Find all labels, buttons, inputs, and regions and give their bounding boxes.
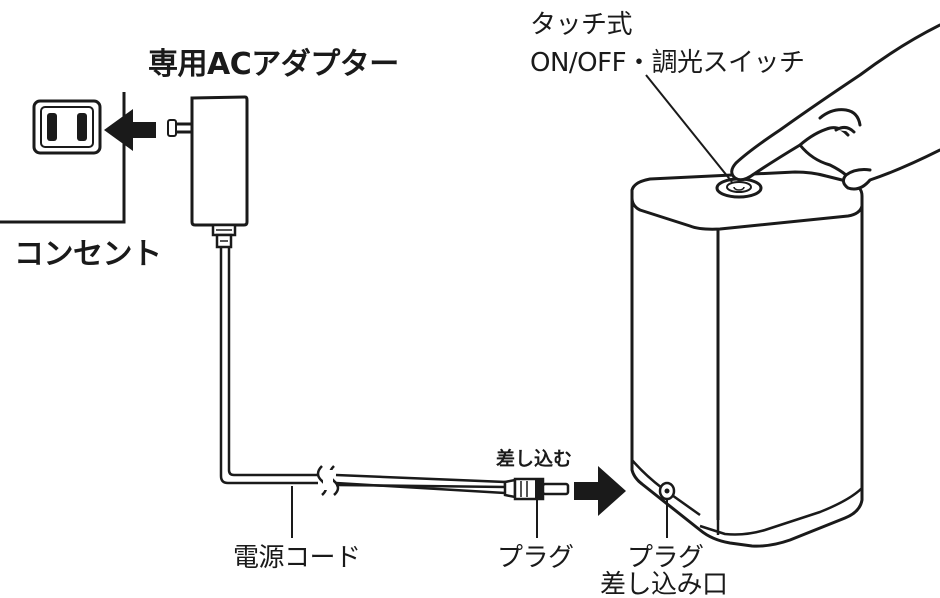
plug-port (658, 481, 676, 501)
arrow-left-icon (104, 109, 156, 151)
ac-adapter (167, 95, 249, 249)
touch-type-label: タッチ式 (530, 10, 633, 40)
leader-lines (291, 74, 733, 538)
cord-break-gap (323, 470, 333, 490)
outlet-label: コンセント (14, 237, 162, 272)
lamp-body (630, 170, 864, 548)
plug-label: プラグ (497, 543, 574, 573)
switch-label: ON/OFF・調光スイッチ (530, 48, 805, 78)
hand-icon (730, 23, 940, 191)
dc-plug (503, 477, 570, 501)
power-cord-label: 電源コード (233, 543, 361, 573)
plug-port-label-line1: プラグ (627, 543, 704, 573)
adapter-label: 専用ACアダプター (148, 47, 399, 82)
outlet (32, 99, 102, 155)
plug-port-label-line2: 差し込み口 (600, 570, 728, 598)
power-cord (219, 247, 507, 495)
arrow-right-icon (574, 466, 626, 516)
touch-switch (715, 177, 763, 199)
insert-label: 差し込む (496, 448, 573, 470)
